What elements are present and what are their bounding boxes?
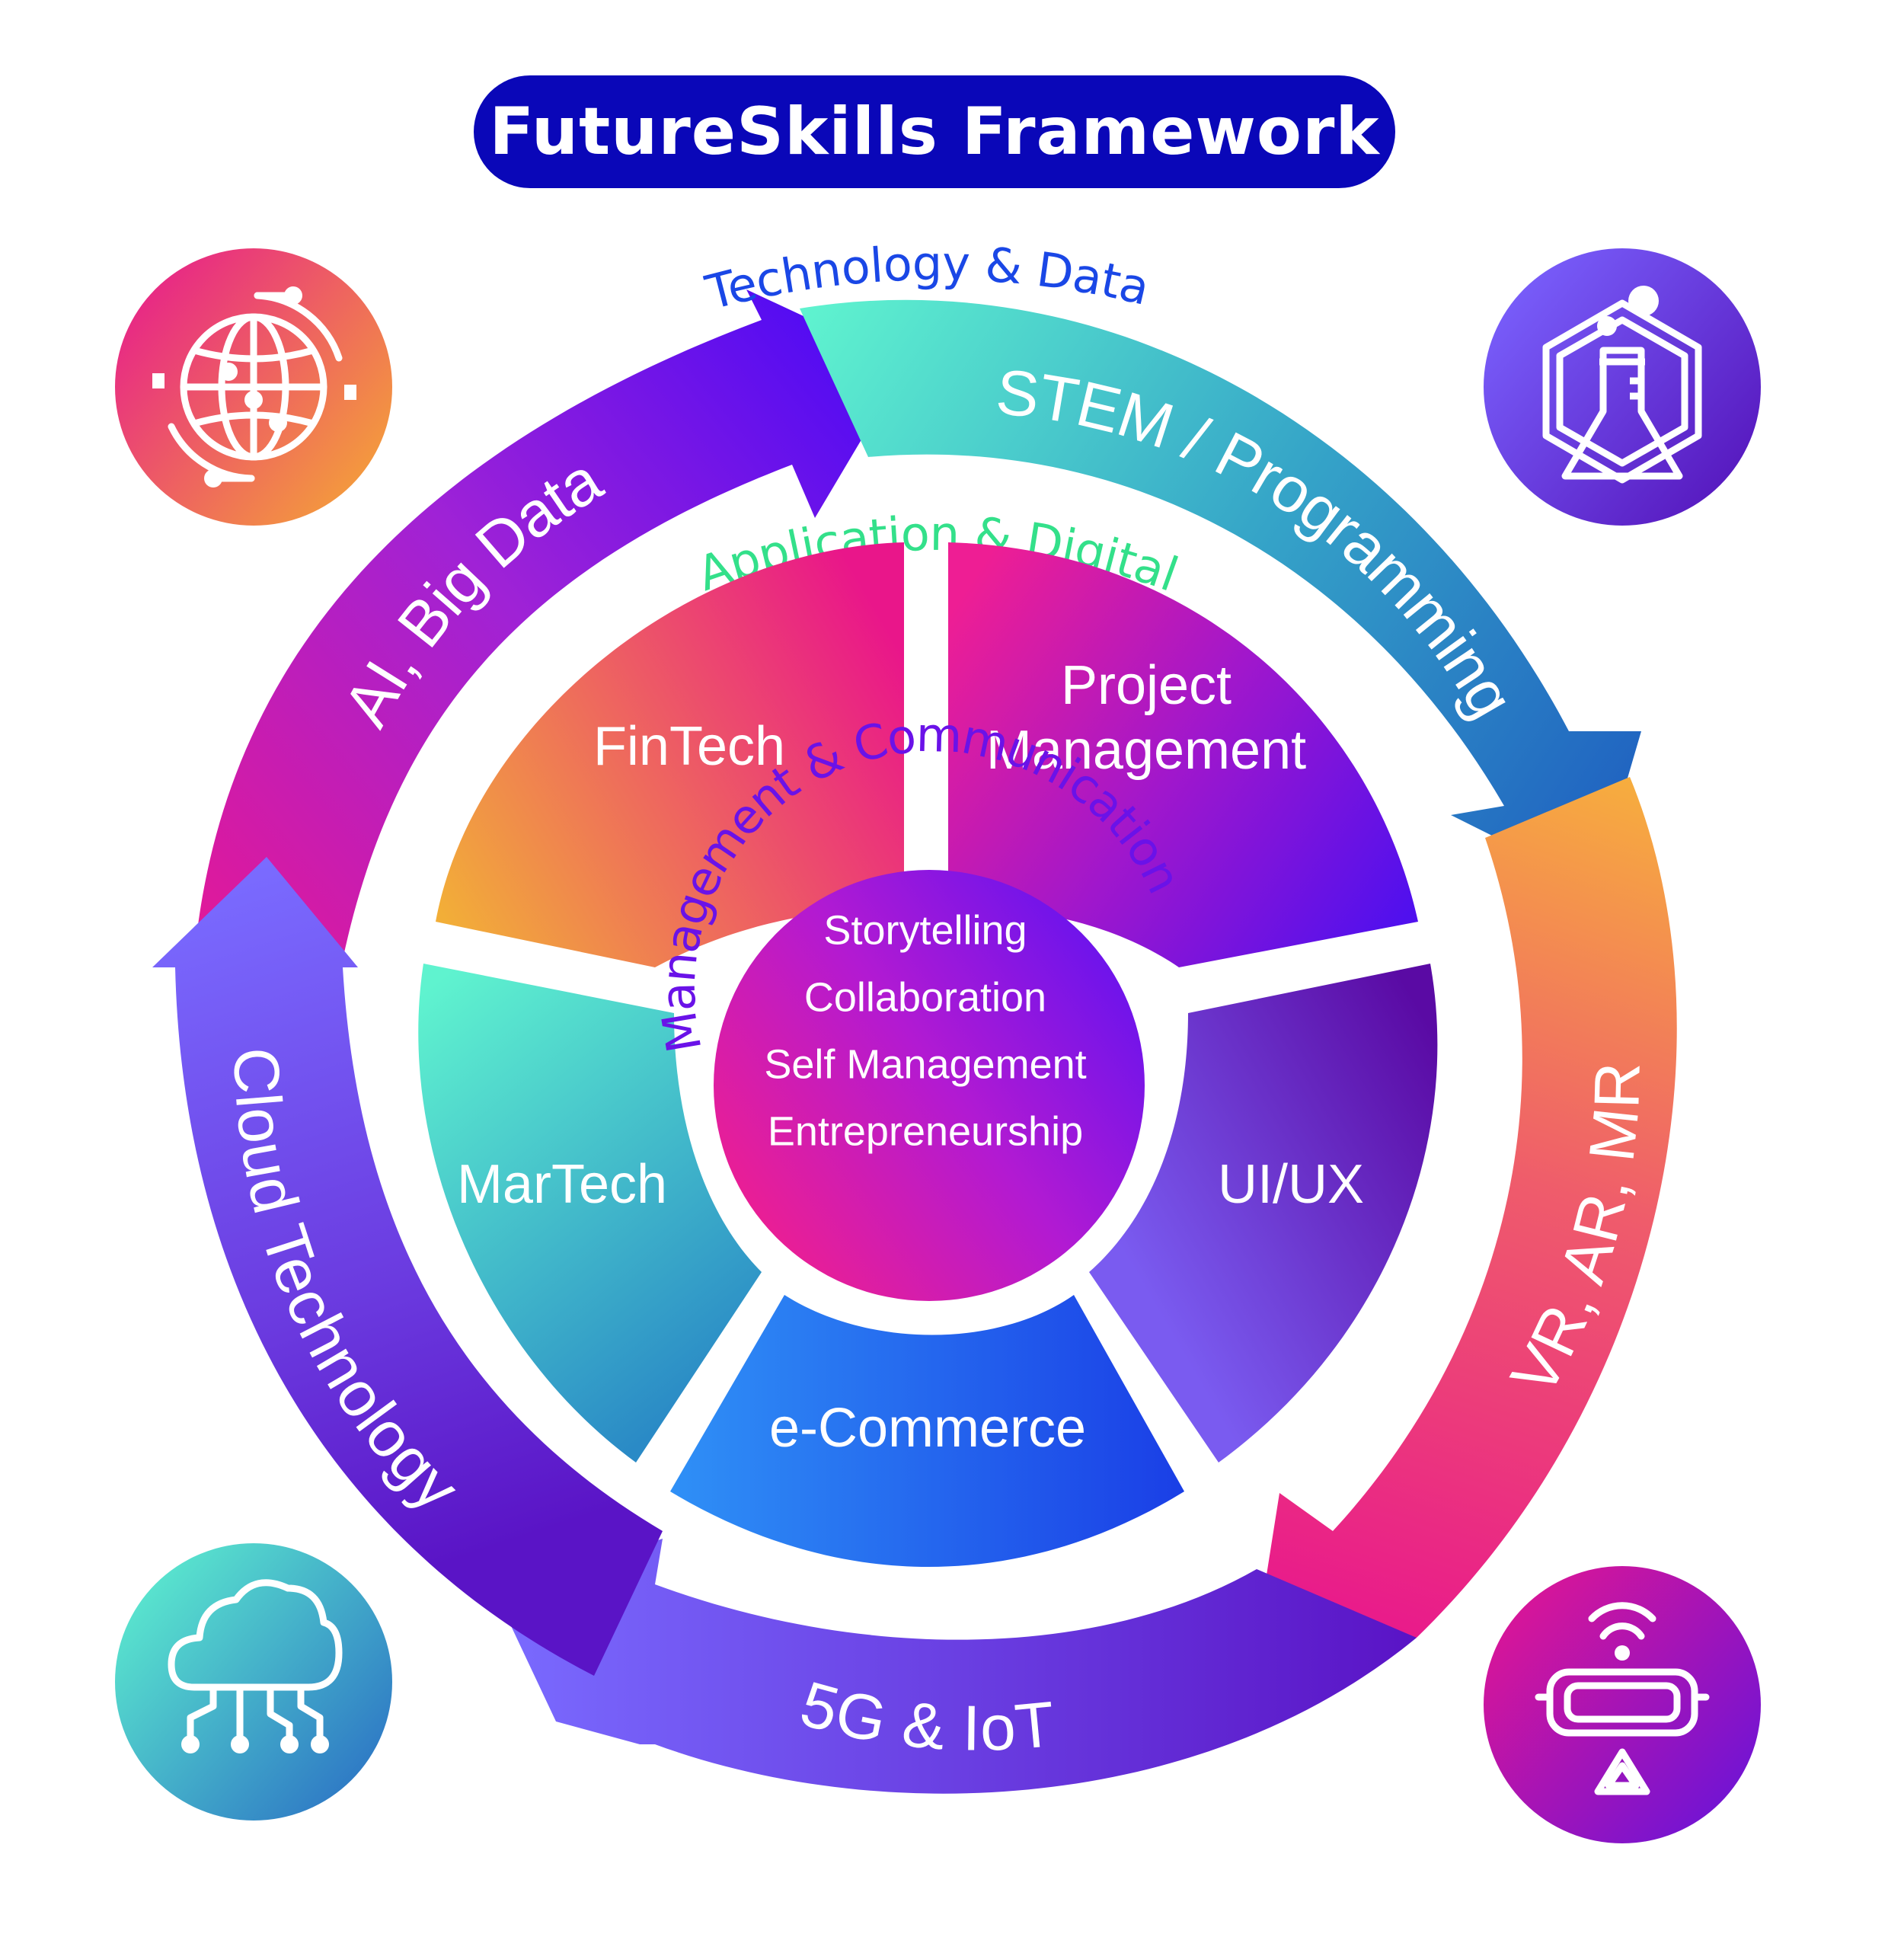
title-banner: FutureSkills Framework — [474, 75, 1395, 188]
core-item-entrepreneurship: Entrepreneurship — [768, 1108, 1083, 1154]
globe-network-icon — [115, 248, 392, 526]
arrow-stem-programming — [800, 299, 1641, 887]
label-fintech: FinTech — [593, 716, 785, 777]
lab-flask-icon — [1484, 248, 1761, 526]
segment-ui-ux — [1089, 964, 1438, 1462]
label-ui-ux: UI/UX — [1218, 1154, 1364, 1215]
segment-fintech — [436, 542, 904, 967]
label-project: Project — [1061, 655, 1232, 716]
core-circle — [714, 870, 1145, 1301]
cloud-network-icon — [115, 1543, 392, 1821]
page-title: FutureSkills Framework — [489, 94, 1380, 170]
core-item-self-management: Self Management — [764, 1041, 1086, 1087]
label-martech: MarTech — [457, 1154, 667, 1215]
core-item-storytelling: Storytelling — [823, 907, 1027, 953]
arrow-ai-big-data — [196, 289, 906, 960]
label-management: Management — [986, 720, 1306, 781]
arrow-5g-iot — [495, 1539, 1417, 1794]
segment-e-commerce — [670, 1295, 1184, 1567]
segment-project-management — [948, 542, 1418, 967]
vr-headset-icon — [1484, 1566, 1761, 1843]
arrow-vr-ar-mr — [1257, 777, 1677, 1638]
label-e-commerce: e-Commerce — [769, 1398, 1086, 1459]
core-item-collaboration: Collaboration — [804, 974, 1046, 1020]
segment-martech — [418, 964, 762, 1462]
arrow-cloud-technology — [152, 857, 663, 1676]
